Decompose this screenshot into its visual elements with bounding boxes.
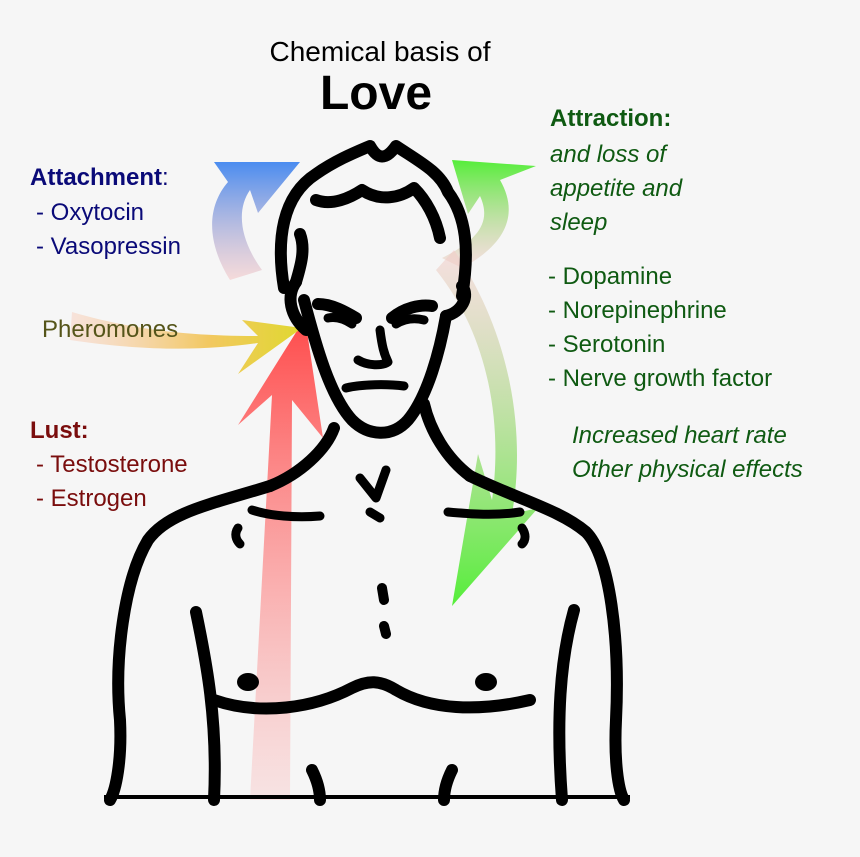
title-line-1: Chemical basis of [269, 36, 491, 67]
attachment-heading: Attachment: [30, 166, 169, 190]
attraction-effect-1: and loss of [550, 141, 667, 168]
human-figure-outline [104, 140, 630, 806]
attraction-long-arrow [436, 250, 538, 606]
left-nipple [237, 673, 259, 691]
physical-effect-other: Other physical effects [572, 456, 803, 483]
attraction-item-norepinephrine: - Norepinephrine [548, 297, 727, 324]
attraction-effect-3: sleep [550, 209, 608, 236]
lust-item-estrogen: - Estrogen [36, 485, 147, 512]
attraction-item-serotonin: - Serotonin [548, 331, 666, 358]
attachment-item-vasopressin: - Vasopressin [36, 233, 181, 260]
title-line-2: Love [319, 67, 433, 120]
lust-heading: Lust: [30, 417, 89, 444]
pheromones-label: Pheromones [42, 316, 179, 343]
attraction-top-arrow [442, 160, 536, 268]
attraction-item-dopamine: - Dopamine [548, 263, 673, 290]
right-nipple [475, 673, 497, 691]
pheromones-arrow [70, 312, 302, 374]
physical-effect-heart-rate: Increased heart rate [572, 422, 787, 449]
lust-item-testosterone: - Testosterone [36, 451, 188, 478]
attachment-heading-text: Attachment [30, 164, 163, 191]
lust-arrow [238, 318, 323, 800]
attraction-effect-2: appetite and [550, 175, 683, 202]
attachment-colon: : [162, 164, 169, 191]
attraction-item-nerve-growth-factor: - Nerve growth factor [548, 365, 773, 392]
attraction-heading: Attraction: [550, 105, 672, 132]
attachment-arrow [212, 162, 300, 280]
attachment-item-oxytocin: - Oxytocin [36, 199, 145, 226]
